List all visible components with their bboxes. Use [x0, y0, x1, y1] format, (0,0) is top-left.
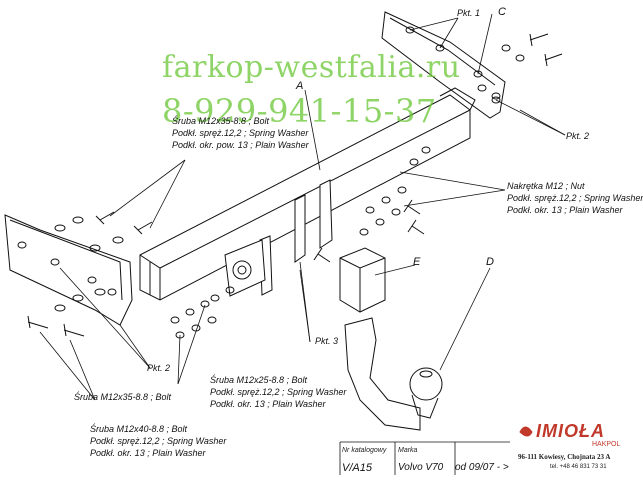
date-value: od 09/07 - >	[455, 462, 509, 473]
bolts-right	[313, 33, 563, 263]
ball-hook-d	[344, 317, 443, 431]
bolts-left	[27, 211, 153, 337]
label-pkt1: Pkt. 1	[457, 8, 481, 18]
callout-top-left-spring: Podkł. spręż.12,2 ; Spring Washer	[172, 128, 309, 138]
callout-right-spring: Podkł. spręż.12,2 ; Spring Washer	[507, 193, 643, 203]
callout-top-left-plain: Podkł. okr. pow. 13 ; Plain Washer	[172, 140, 309, 150]
callout-center-plain: Podkł. okr. 13 ; Plain Washer	[210, 399, 326, 409]
label-pkt2-left: Pkt. 2	[147, 363, 171, 373]
socket-plate	[224, 239, 266, 297]
title-block-frame	[339, 441, 510, 475]
watermark-phone: 8-929-941-15-37	[162, 92, 437, 130]
brand-name: IMIOŁA	[536, 421, 605, 441]
label-e: E	[413, 256, 421, 268]
label-pkt3: Pkt. 3	[315, 336, 339, 346]
brand-sub: HAKPOL	[592, 441, 621, 448]
callout-center-spring: Podkł. spręż.12,2 ; Spring Washer	[210, 387, 347, 397]
callout-bottom-left-bolt: Śruba M12x40-8.8 ; Bolt	[90, 424, 188, 434]
brand-address: 96-111 Kowiesy, Chojnata 23 A	[518, 453, 611, 461]
catalog-label: Nr katalogowy	[342, 447, 387, 454]
callout-bottom-left-plain: Podkł. okr. 13 ; Plain Washer	[90, 448, 206, 458]
callout-right-nut: Nakrętka M12 ; Nut	[507, 181, 585, 191]
catalog-value: V/A15	[342, 462, 372, 474]
callout-left-mid-bolt: Śruba M12x35-8.8 ; Bolt	[74, 392, 172, 402]
callout-right-plain: Podkł. okr. 13 ; Plain Washer	[507, 205, 623, 215]
label-a: A	[296, 80, 304, 92]
make-label: Marka	[398, 447, 418, 454]
callout-top-left-bolt: Śruba M12x35-8.8 ; Bolt	[172, 116, 270, 126]
watermark-site: farkop-westfalia.ru	[162, 50, 461, 85]
brand-logo-mark	[519, 426, 533, 437]
leader-lines	[39, 13, 566, 401]
brand-tel: tel. +48 46 831 73 31	[550, 464, 607, 470]
label-c: C	[498, 6, 506, 18]
bracket-c	[381, 11, 506, 119]
callout-bottom-left-spring: Podkł. spręż.12,2 ; Spring Washer	[90, 436, 227, 446]
block-e	[339, 247, 386, 313]
label-pkt2-right: Pkt. 2	[566, 131, 590, 141]
make-value: Volvo V70	[398, 462, 444, 473]
label-d: D	[486, 256, 494, 268]
callout-center-bolt: Śruba M12x25-8.8 ; Bolt	[210, 375, 308, 385]
bracket-left	[4, 214, 133, 326]
